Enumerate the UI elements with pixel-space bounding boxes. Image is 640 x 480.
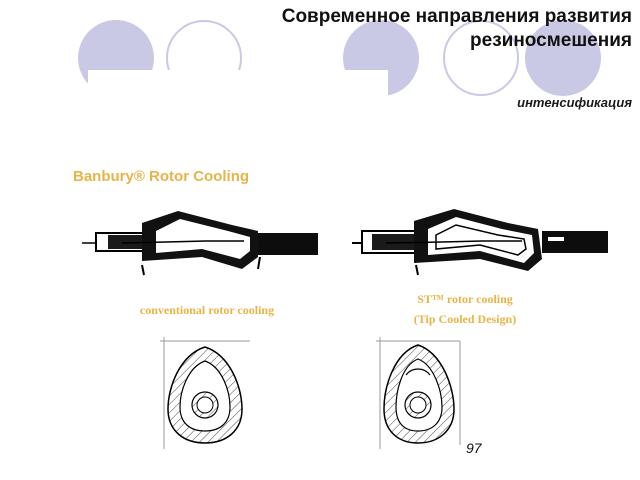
conventional-cross-section-diagram xyxy=(160,337,250,449)
decor-circle-ring-2 xyxy=(443,20,519,96)
st-cross-section-diagram xyxy=(376,337,461,449)
section-heading: Banbury® Rotor Cooling xyxy=(73,168,250,185)
st-cooling-label-line2: (Tip Cooled Design) xyxy=(413,312,517,326)
slide-title: Современное направления развития резинос… xyxy=(281,6,632,51)
st-rotor-diagram xyxy=(352,209,608,276)
decor-mask-band xyxy=(88,70,388,96)
page-number: 97 xyxy=(466,440,482,456)
decor-circle-filled-3 xyxy=(525,20,601,96)
slide-subtitle: интенсификация xyxy=(517,95,632,110)
conventional-cooling-label: conventional rotor cooling xyxy=(139,303,275,317)
conventional-rotor-diagram xyxy=(82,211,318,276)
st-cooling-label-line1: ST™ rotor cooling xyxy=(417,292,513,306)
